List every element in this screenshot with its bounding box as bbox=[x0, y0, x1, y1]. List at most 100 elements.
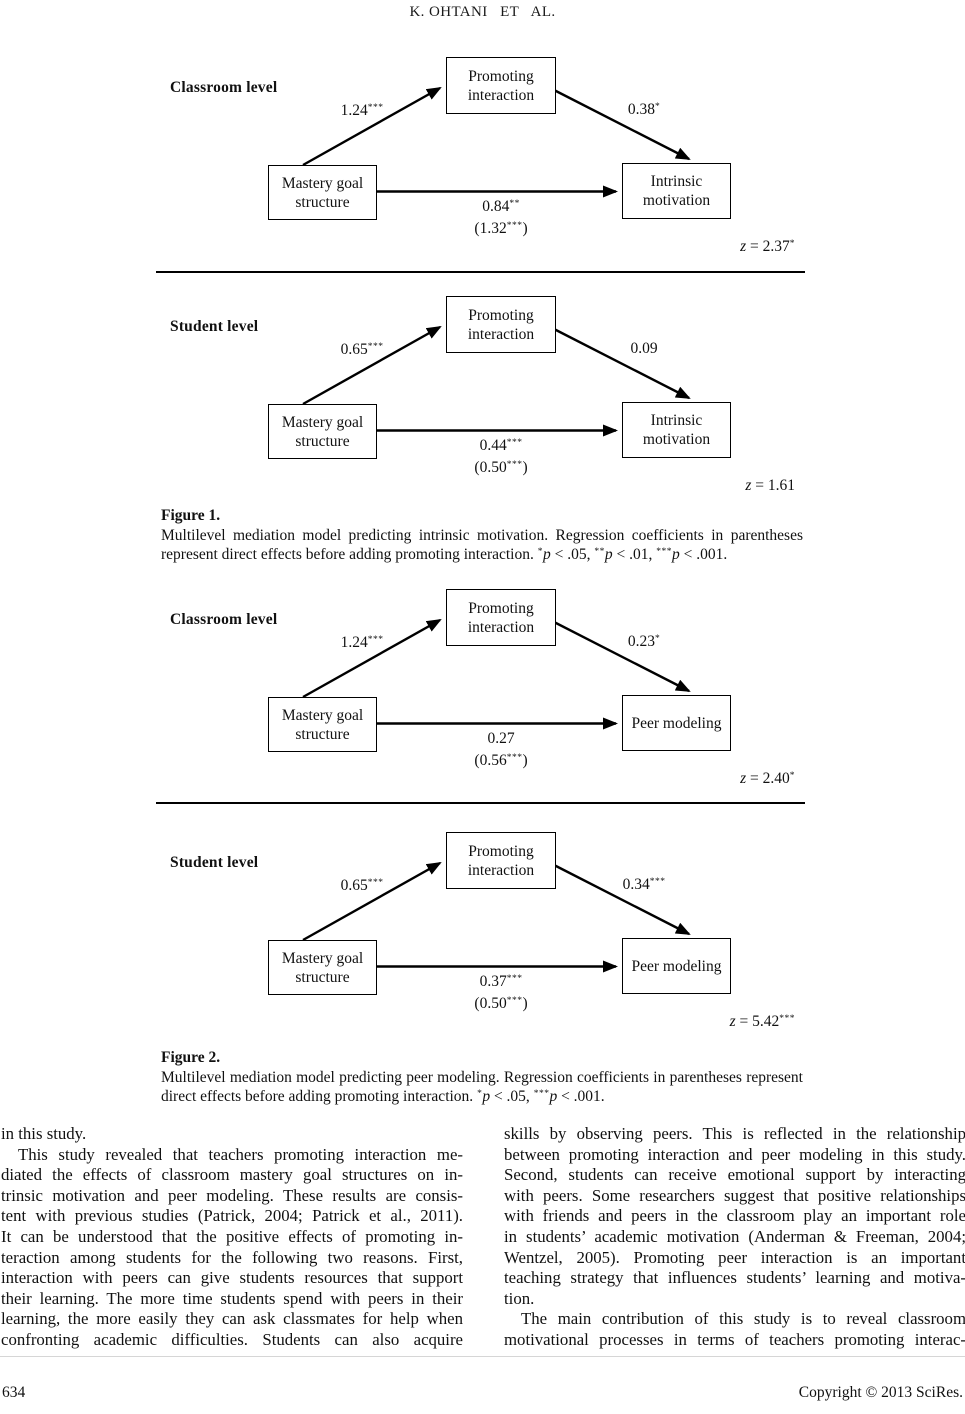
text-line: Wentzel, 2005). Promoting peer interacti… bbox=[504, 1247, 965, 1267]
outcome-box: Peer modeling bbox=[622, 938, 731, 994]
arrow-mediator-to-outcome-icon bbox=[553, 88, 691, 161]
figure2-caption-text: Multilevel mediation model predicting pe… bbox=[161, 1068, 803, 1107]
text-line: their learning. The more time students s… bbox=[1, 1288, 463, 1308]
level-label: Classroom level bbox=[170, 611, 278, 628]
predictor-box-label: Mastery goal structure bbox=[281, 174, 364, 211]
path-a-coefficient: 0.65*** bbox=[340, 877, 384, 894]
sobel-z-statistic: z = 1.61 bbox=[745, 477, 795, 494]
figure2-caption-body: Multilevel mediation model predicting pe… bbox=[161, 1068, 803, 1106]
predictor-box-label: Mastery goal structure bbox=[281, 706, 364, 743]
path-c-coefficient: 0.27 bbox=[487, 730, 515, 747]
mediator-box-label: Promoting interaction bbox=[467, 306, 535, 343]
text-line: with peers. Some researchers suggest tha… bbox=[504, 1185, 965, 1205]
outcome-box: Peer modeling bbox=[622, 695, 731, 751]
mediator-box-label: Promoting interaction bbox=[467, 599, 535, 636]
copyright-text: Copyright © 2013 SciRes. bbox=[798, 1384, 963, 1401]
path-c-direct-coefficient: (0.50***) bbox=[474, 459, 528, 476]
text-line: teaching strategy that influences studen… bbox=[504, 1268, 965, 1288]
outcome-box-label: Peer modeling bbox=[631, 714, 722, 732]
text-line: diated the effects of classroom mastery … bbox=[1, 1165, 463, 1185]
figure1-significance-notes: *p < .05, **p < .01, ***p < .001. bbox=[538, 546, 728, 563]
text-line: trinsic motivation and peer modeling. Th… bbox=[1, 1185, 463, 1205]
path-c-direct-coefficient: (0.50***) bbox=[474, 995, 528, 1012]
text-line: tent with previous studies (Patrick, 200… bbox=[1, 1206, 463, 1226]
figure2-student-diagram: Student level Promoting interaction Mast… bbox=[157, 832, 805, 1032]
predictor-box: Mastery goal structure bbox=[268, 165, 377, 220]
figure1-student-diagram: Student level Promoting interaction Mast… bbox=[157, 296, 805, 496]
text-line: This study revealed that teachers promot… bbox=[18, 1144, 463, 1164]
path-c-coefficient: 0.37*** bbox=[479, 973, 523, 990]
sobel-z-statistic: z = 2.37* bbox=[740, 238, 795, 255]
text-line: with friends and peers in the classroom … bbox=[504, 1206, 965, 1226]
outcome-box-label: Peer modeling bbox=[631, 957, 722, 975]
text-line: in this study. bbox=[1, 1124, 87, 1143]
figure2-caption: Figure 2. Multilevel mediation model pre… bbox=[161, 1048, 803, 1107]
mediator-box-label: Promoting interaction bbox=[467, 842, 535, 879]
text-line: between promoting interaction and peer m… bbox=[504, 1144, 965, 1164]
significance-note: *p < .05, bbox=[477, 1088, 534, 1105]
predictor-box-label: Mastery goal structure bbox=[281, 949, 364, 986]
outcome-box: Intrinsic motivation bbox=[622, 402, 731, 458]
figure1-classroom-diagram: Classroom level Promoting interaction Ma… bbox=[157, 57, 805, 257]
predictor-box: Mastery goal structure bbox=[268, 940, 377, 995]
arrow-mediator-to-outcome-icon bbox=[553, 327, 691, 400]
arrow-predictor-to-mediator-icon bbox=[302, 325, 442, 406]
mediator-box: Promoting interaction bbox=[446, 832, 556, 889]
predictor-box-label: Mastery goal structure bbox=[281, 413, 364, 450]
outcome-box-label: Intrinsic motivation bbox=[642, 412, 711, 448]
body-left-column: in this study.This study revealed that t… bbox=[1, 1124, 463, 1351]
significance-note: *p < .05, bbox=[537, 546, 595, 563]
path-c-coefficient: 0.84** bbox=[482, 198, 520, 215]
predictor-box: Mastery goal structure bbox=[268, 404, 377, 459]
mediator-box: Promoting interaction bbox=[446, 589, 556, 646]
path-a-coefficient: 1.24*** bbox=[340, 634, 384, 651]
level-label: Student level bbox=[170, 318, 259, 335]
level-label: Classroom level bbox=[170, 79, 278, 96]
text-line: tion. bbox=[504, 1288, 535, 1308]
significance-note: ***p < .001. bbox=[533, 1088, 605, 1105]
outcome-box: Intrinsic motivation bbox=[622, 163, 731, 219]
figure1-divider bbox=[156, 271, 805, 273]
path-arrows bbox=[302, 325, 691, 437]
text-line: interaction with peers can give students… bbox=[1, 1268, 463, 1288]
figure2-significance-notes: *p < .05, ***p < .001. bbox=[477, 1088, 605, 1105]
path-c-direct-coefficient: (0.56***) bbox=[474, 752, 528, 769]
text-line: Second, students can receive emotional s… bbox=[504, 1165, 965, 1185]
figure1-caption-text: Multilevel mediation model predicting in… bbox=[161, 526, 803, 565]
outcome-box-label: Intrinsic motivation bbox=[642, 173, 711, 209]
body-right-column: skills by observing peers. This is refle… bbox=[504, 1124, 965, 1351]
arrow-mediator-to-outcome-icon bbox=[553, 620, 691, 693]
figure1-caption-body: Multilevel mediation model predicting in… bbox=[161, 526, 803, 564]
text-line: motivational processes in terms of teach… bbox=[504, 1329, 965, 1349]
page-number: 634 bbox=[2, 1384, 26, 1401]
arrow-mediator-to-outcome-icon bbox=[553, 863, 691, 936]
sobel-z-statistic: z = 2.40* bbox=[740, 770, 795, 787]
text-line: The main contribution of this study is t… bbox=[521, 1309, 965, 1329]
figure1-caption: Figure 1. Multilevel mediation model pre… bbox=[161, 506, 803, 565]
text-line: learning, the more easily they can ask c… bbox=[1, 1309, 463, 1329]
significance-note: **p < .01, bbox=[594, 546, 657, 563]
figure1-caption-title: Figure 1. bbox=[161, 507, 221, 524]
path-arrows bbox=[302, 861, 691, 973]
mediator-box: Promoting interaction bbox=[446, 57, 556, 114]
running-head: K. OHTANI ET AL. bbox=[409, 4, 556, 20]
figure2-divider bbox=[156, 802, 805, 804]
text-line: confronting academic difficulties. Stude… bbox=[1, 1329, 463, 1349]
figure2-classroom-diagram: Classroom level Promoting interaction Ma… bbox=[157, 589, 805, 789]
footer-divider bbox=[0, 1356, 965, 1357]
sobel-z-statistic: z = 5.42*** bbox=[729, 1013, 795, 1030]
path-b-coefficient: 0.38* bbox=[627, 101, 661, 118]
path-b-coefficient: 0.23* bbox=[627, 633, 661, 650]
significance-note: ***p < .001. bbox=[656, 546, 728, 563]
level-label: Student level bbox=[170, 854, 259, 871]
path-arrows bbox=[302, 86, 691, 198]
text-line: teraction among students for the followi… bbox=[1, 1247, 463, 1267]
path-a-coefficient: 0.65*** bbox=[340, 341, 384, 358]
arrow-predictor-to-mediator-icon bbox=[302, 861, 442, 942]
text-line: It can be understood that the positive e… bbox=[1, 1226, 463, 1246]
text-line: in students’ academic motivation (Anderm… bbox=[504, 1226, 965, 1246]
path-b-coefficient: 0.34*** bbox=[622, 876, 666, 893]
path-a-coefficient: 1.24*** bbox=[340, 102, 384, 119]
path-c-direct-coefficient: (1.32***) bbox=[474, 220, 528, 237]
